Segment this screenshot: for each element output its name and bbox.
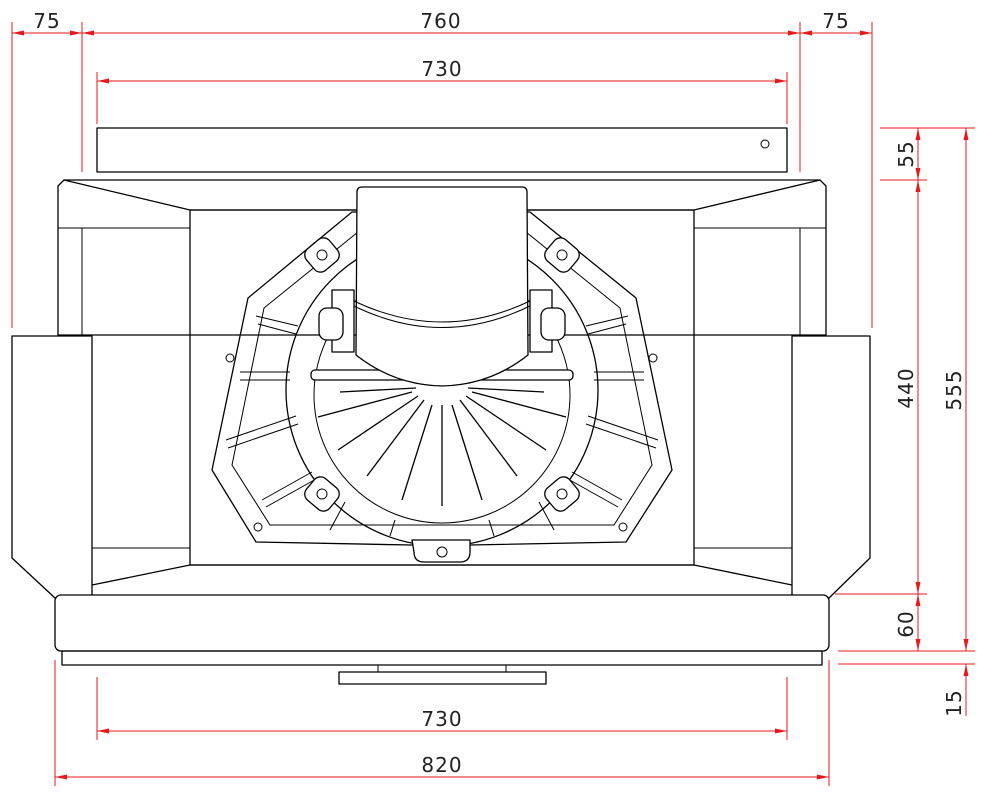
left-wing (11, 335, 93, 599)
bottom-chamfer (91, 564, 793, 586)
burner-bars (317, 387, 567, 506)
label-top-left-offset: 75 (33, 9, 60, 33)
label-right-foot: 15 (942, 689, 966, 716)
label-top-right-offset: 75 (822, 9, 849, 33)
dimension-labels: 75 760 75 730 730 820 55 440 555 60 15 (33, 9, 966, 777)
label-right-total: 555 (942, 369, 966, 410)
base-foot (61, 650, 823, 666)
frame-bolt (253, 522, 263, 532)
base-stand (338, 671, 547, 685)
label-top-inner: 730 (421, 57, 462, 81)
label-bottom-inner: 730 (421, 707, 462, 731)
label-bottom-overall: 820 (421, 753, 462, 777)
frame-struts (225, 315, 659, 537)
base-plinth (54, 594, 830, 652)
right-wing (791, 335, 871, 599)
bottom-tab (411, 539, 471, 563)
hood-clamps (318, 289, 566, 353)
label-right-body: 440 (894, 367, 918, 408)
top-rail (96, 127, 788, 173)
combustion-plate (211, 186, 673, 563)
deflector-hood (355, 186, 529, 387)
frame-bolt (648, 353, 658, 363)
label-right-base: 60 (894, 610, 918, 637)
frame-bolt (618, 522, 628, 532)
rail-screw (760, 139, 770, 149)
corner-brackets (304, 237, 580, 512)
label-top-overall: 760 (420, 9, 461, 33)
dimension-lines (11, 22, 975, 786)
fireplace-body (11, 127, 871, 685)
label-right-top-rail: 55 (894, 140, 918, 167)
bottom-tab-hole (436, 546, 448, 558)
frame-bolt (225, 353, 235, 363)
